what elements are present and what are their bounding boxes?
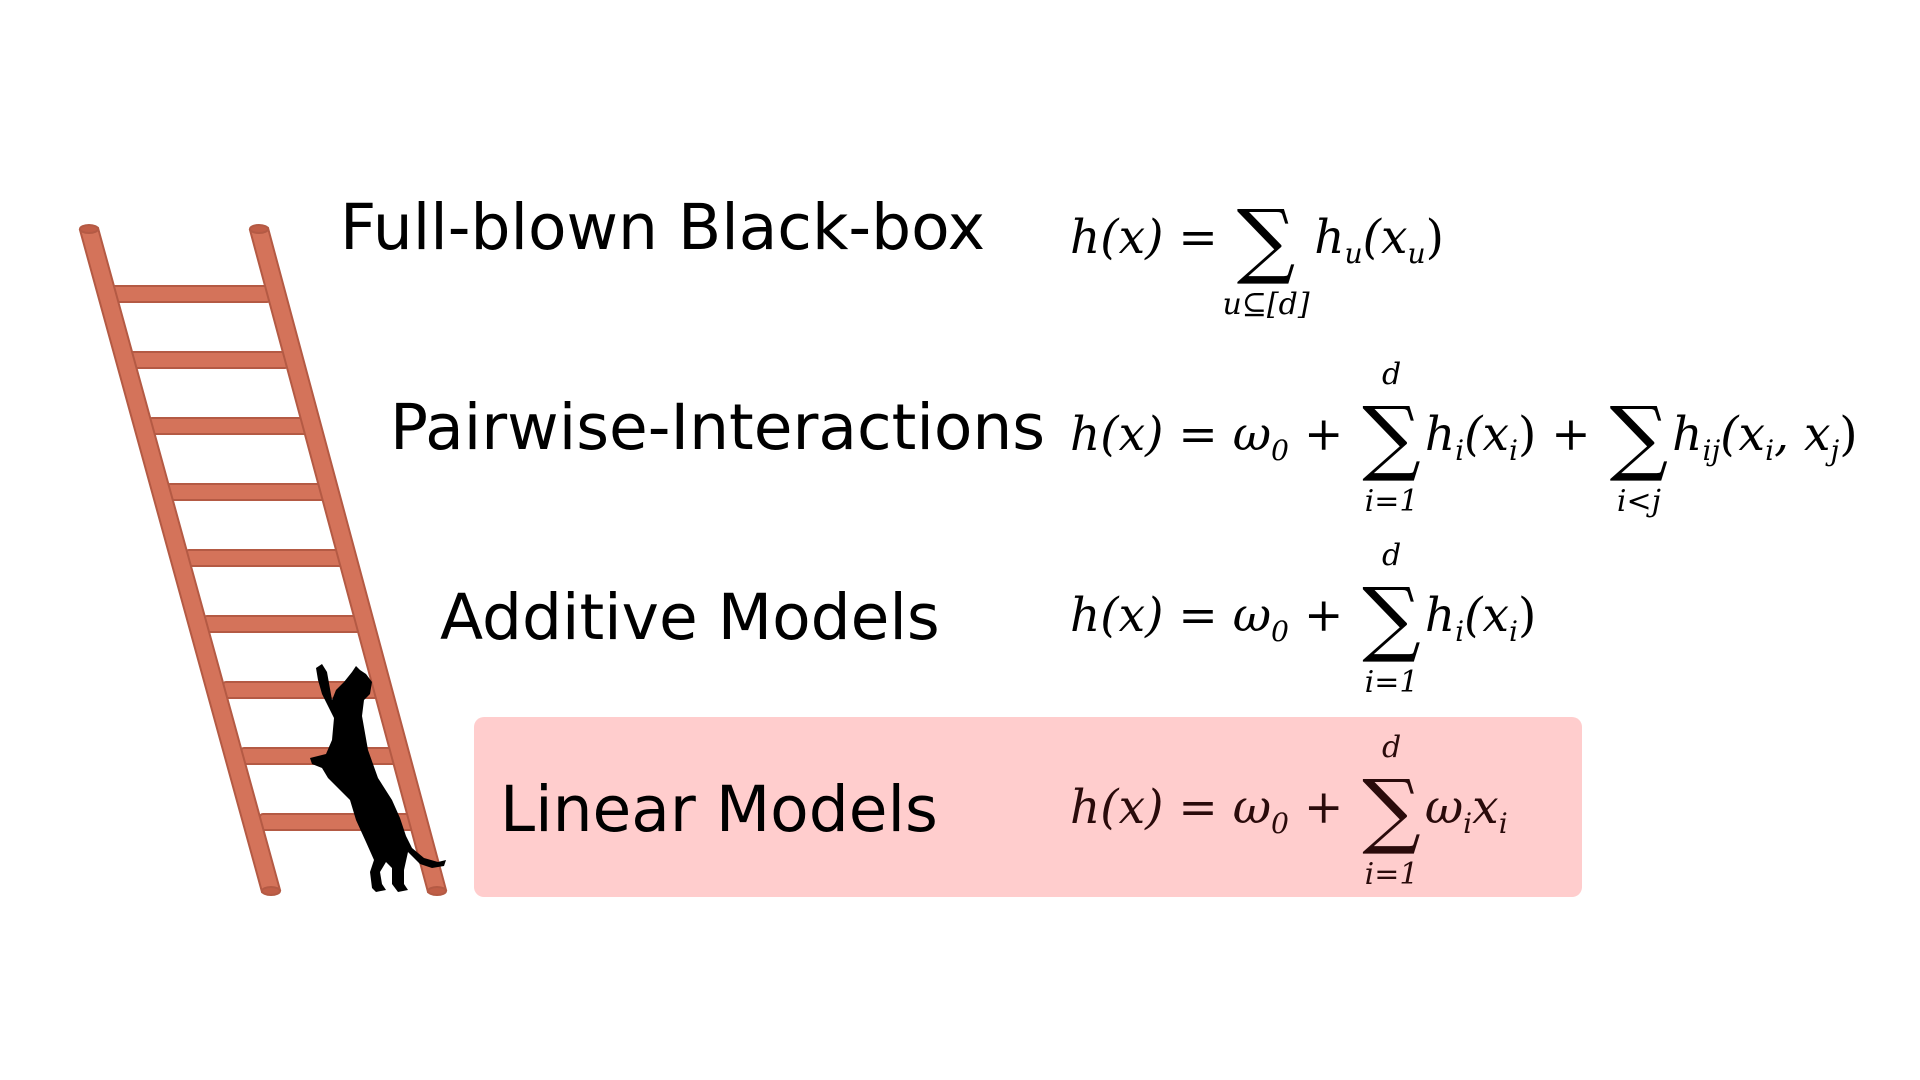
rail-foot-right: [427, 886, 447, 896]
ladder-rung: [185, 549, 345, 567]
sum-symbol: d ∑ i=1: [1362, 357, 1421, 519]
sum-symbol: d ∑ i=1: [1362, 730, 1421, 892]
term-close: ): [1517, 588, 1537, 643]
ladder-rung: [203, 615, 363, 633]
argument-subscript: i: [1508, 614, 1518, 648]
term-argument: (x: [1464, 588, 1509, 643]
argument-subscript: j: [1830, 433, 1840, 467]
sum-superscript: d: [1381, 730, 1402, 765]
level-label-black-box: Full-blown Black-box: [340, 191, 986, 264]
linear-models-highlight: [474, 717, 1582, 897]
sum-superscript: d: [1381, 357, 1402, 392]
lhs-subscript: 0: [1271, 614, 1289, 648]
plus-sign: +: [1303, 407, 1344, 462]
term-close: ): [1517, 407, 1537, 462]
lhs-subscript: 0: [1271, 806, 1289, 840]
formula-term: ω: [1424, 780, 1464, 835]
formula-lhs: h(x) = ω: [1070, 780, 1272, 835]
sum-subscript: i=1: [1364, 484, 1419, 519]
argument-subscript: i: [1765, 433, 1775, 467]
rail-top-left: [79, 224, 99, 234]
term-subscript: u: [1344, 236, 1363, 270]
formula-term: h: [1314, 210, 1345, 265]
sum-symbol: ∑ i<j: [1609, 390, 1669, 520]
ladder-rung: [129, 351, 289, 369]
sum-symbol: ∑ u⊆[d]: [1222, 193, 1310, 323]
lhs-subscript: 0: [1271, 433, 1289, 467]
sum-subscript: u⊆[d]: [1222, 287, 1310, 322]
term-argument: (x: [1464, 407, 1509, 462]
sum-subscript: i<j: [1616, 484, 1661, 519]
term-subscript: ij: [1702, 433, 1721, 467]
term-subscript: i: [1455, 614, 1465, 648]
term-subscript: i: [1455, 433, 1465, 467]
plus-sign: +: [1551, 407, 1591, 462]
ladder-rungs: [111, 285, 419, 831]
term-close: ): [1839, 407, 1858, 462]
sum-subscript: i=1: [1364, 665, 1419, 700]
term-subscript: i: [1463, 806, 1473, 840]
cat-silhouette: [310, 664, 446, 892]
formula-lhs: h(x) = ω: [1070, 407, 1272, 462]
argument-subscript: u: [1407, 236, 1426, 270]
rail-top-right: [249, 224, 269, 234]
sum-subscript: i=1: [1364, 857, 1419, 892]
plus-sign: +: [1303, 588, 1344, 643]
formula-additive: h(x) = ω0 + d ∑ i=1 hi(xi): [1070, 538, 1537, 700]
term-argument: (x: [1720, 407, 1766, 462]
level-label-additive: Additive Models: [440, 581, 940, 654]
ladder-rung: [166, 483, 326, 501]
rail-foot-left: [261, 886, 281, 896]
formula-linear: h(x) = ω0 + d ∑ i=1 ωixi: [1070, 730, 1508, 892]
sum-symbol: d ∑ i=1: [1362, 538, 1421, 700]
formula-pairwise: h(x) = ω0 + d ∑ i=1 hi(xi) + ∑ i<j hij(x…: [1070, 357, 1858, 520]
ladder-rung: [111, 285, 271, 303]
sum-superscript: d: [1381, 538, 1402, 573]
formula-term: h: [1424, 407, 1456, 462]
term-argument: (x: [1362, 210, 1408, 265]
formula-term: h: [1424, 588, 1456, 643]
formula-term: x: [1472, 780, 1499, 835]
level-label-pairwise: Pairwise-Interactions: [390, 391, 1046, 464]
ladder-rails: [78, 224, 448, 896]
formula-term: h: [1672, 407, 1703, 462]
formula-lhs: h(x) =: [1070, 210, 1218, 265]
plus-sign: +: [1303, 780, 1344, 835]
argument-subscript: i: [1508, 433, 1518, 467]
term-subscript: i: [1498, 806, 1508, 840]
term-argument: , x: [1774, 407, 1831, 462]
term-close: ): [1425, 210, 1445, 265]
formula-lhs: h(x) = ω: [1070, 588, 1272, 643]
formula-black-box: h(x) = ∑ u⊆[d] hu(xu): [1070, 193, 1445, 323]
level-label-linear: Linear Models: [500, 773, 938, 846]
ladder-rung: [148, 417, 308, 435]
